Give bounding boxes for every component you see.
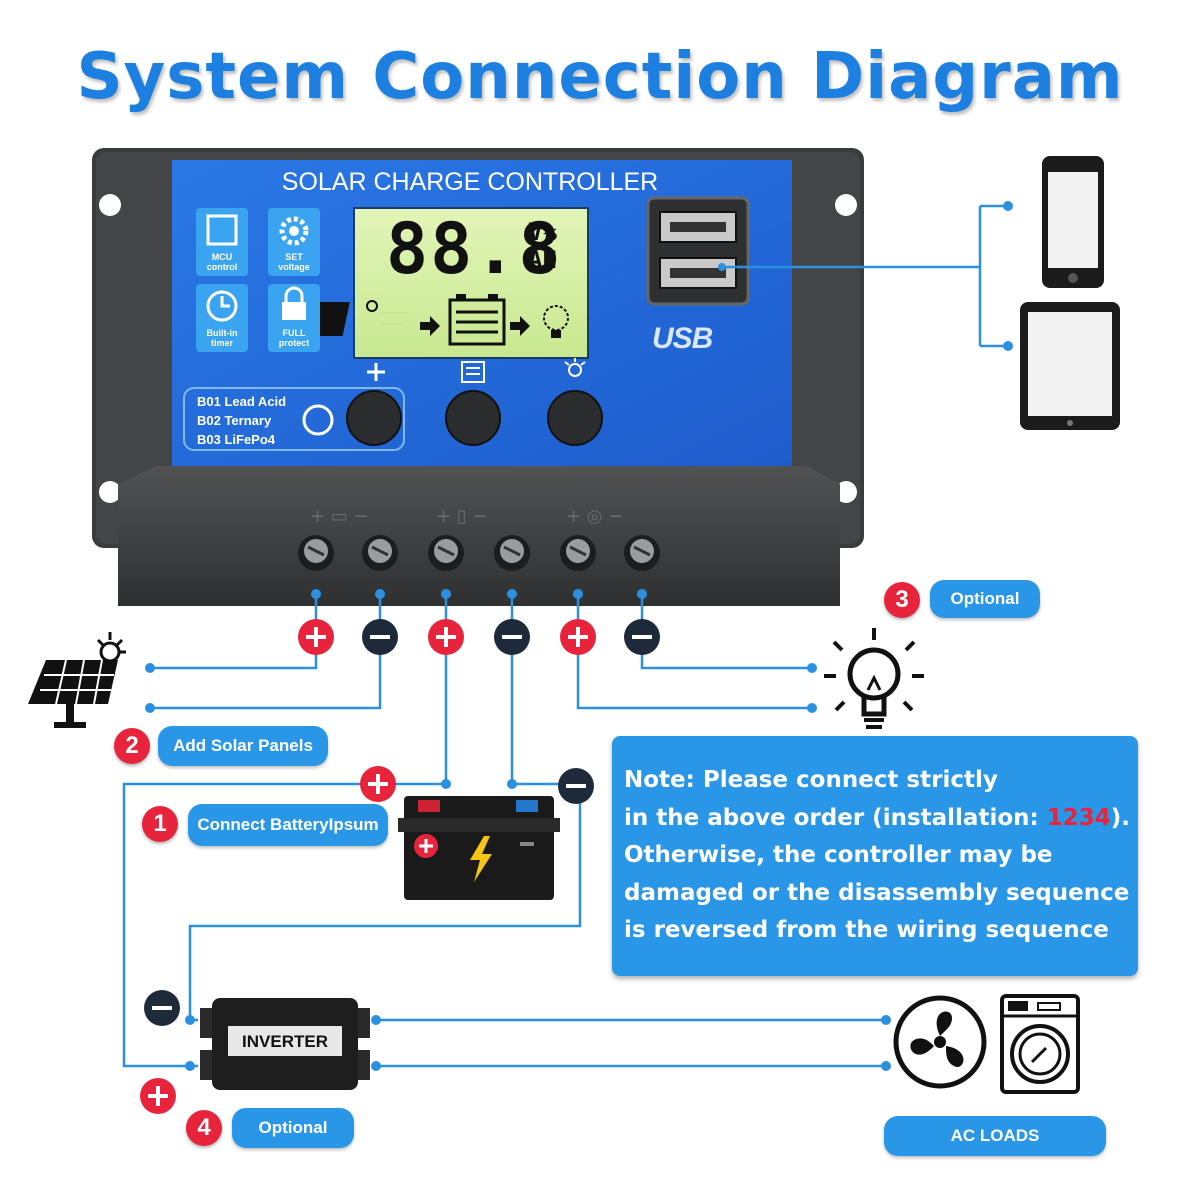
inverter-icon [200,998,370,1090]
terminal-screws [298,535,660,571]
light-symbol-icon [564,358,586,377]
feature-label-line: SET [285,252,303,262]
usb-label: USB [652,322,713,355]
load-pos-terminal [560,535,596,571]
note-line: in the above order (installation: 1234). [624,800,1138,838]
note-line: is reversed from the wiring sequence [624,917,1109,943]
feature-label-protect: FULL protect [268,328,320,348]
step-2-badge: 2 [114,728,150,764]
negative-icon [558,768,594,804]
light-bulb-icon [824,628,924,729]
feature-label-line: protect [278,338,310,348]
plus-button[interactable] [346,390,402,446]
step-1-badge: 1 [142,806,178,842]
step-3-badge: 3 [884,582,920,618]
tablet-icon [1020,302,1120,430]
battery-mode-item: B02 Ternary [197,413,272,428]
positive-icon [428,619,464,655]
negative-icon [362,619,398,655]
diagram-title: System Connection Diagram [76,40,1124,114]
polarity-badges [140,619,660,1114]
battery-mode-item: B01 Lead Acid [197,394,287,409]
cycle-icon [302,404,334,436]
feature-label-line: Built-in [206,328,238,338]
note-box: Note: Please connect strictly in the abo… [612,736,1138,976]
note-text: ). [1110,804,1130,831]
positive-icon [140,1078,176,1114]
feature-label-line: timer [210,338,233,348]
positive-icon [560,619,596,655]
mount-hole [99,481,121,503]
menu-symbol-icon [461,361,485,383]
negative-icon [144,990,180,1026]
feature-label-set: SET voltage [268,252,320,272]
ac-loads-label: AC LOADS [884,1116,1106,1156]
lcd-battery-icon [448,294,506,346]
negative-icon [494,619,530,655]
mount-hole [835,194,857,216]
step-4-badge: 4 [186,1110,222,1146]
solar-pos-terminal [298,535,334,571]
lcd-arrow-icon [420,316,440,336]
lcd-arrow-icon [510,316,530,336]
inverter-label: INVERTER [242,1032,328,1051]
lcd-digits: 88.8 [386,208,563,290]
feature-label-line: control [206,262,238,272]
phone-icon [1042,156,1104,288]
solar-panel-icon [28,632,126,728]
installation-order: 1234 [1046,804,1111,831]
battery-icon [398,796,560,900]
note-text: in the above order (installation: [624,804,1047,831]
load-neg-terminal [624,535,660,571]
controller-title: SOLAR CHARGE CONTROLLER [281,168,659,196]
svg-text:+ ▯ −: + ▯ − [436,506,488,527]
feature-label-line: MCU [211,252,233,262]
mount-hole [835,481,857,503]
battery-mode-box [183,387,405,451]
feature-label-mcu: MCU control [196,252,248,272]
step-1-label: Connect BatteryIpsum [188,804,388,846]
feature-label-timer: Built-in timer [196,328,248,348]
menu-button[interactable] [445,390,501,446]
battery-mode-list: B01 Lead Acid B02 Ternary B03 LiFePo4 [197,392,286,449]
feature-label-line: FULL [282,328,306,338]
battery-pos-terminal [428,535,464,571]
fan-icon [893,995,987,1089]
negative-icon [624,619,660,655]
washing-machine-icon [1000,994,1080,1094]
mount-hole [99,194,121,216]
wire-endpoints [145,201,1013,1071]
note-line: Otherwise, the controller may be [624,842,1053,868]
positive-icon [360,766,396,802]
step-3-label: Optional [930,580,1040,618]
lcd-unit-top: V% [528,218,557,246]
lcd-bulb-icon [543,305,569,338]
light-button[interactable] [547,390,603,446]
battery-neg-terminal [494,535,530,571]
solar-neg-terminal [362,535,398,571]
svg-text:+ ◎ −: + ◎ − [566,506,623,527]
step-4-label: Optional [232,1108,354,1148]
svg-text:+ ▭ −: + ▭ − [310,506,369,527]
battery-mode-item: B03 LiFePo4 [197,432,276,447]
lcd-unit-bottom: AH [528,246,557,274]
plus-symbol-icon [367,363,385,381]
step-2-label: Add Solar Panels [158,726,328,766]
solar-charge-controller: + ▭ − + ▯ − + ◎ − [92,148,864,606]
lcd-units: V% AH [528,218,557,274]
terminal-block [118,466,840,606]
feature-label-line: voltage [278,262,310,272]
positive-icon [298,619,334,655]
note-line: Note: Please connect strictly [624,767,998,793]
note-line: damaged or the disassembly sequence [624,879,1130,906]
